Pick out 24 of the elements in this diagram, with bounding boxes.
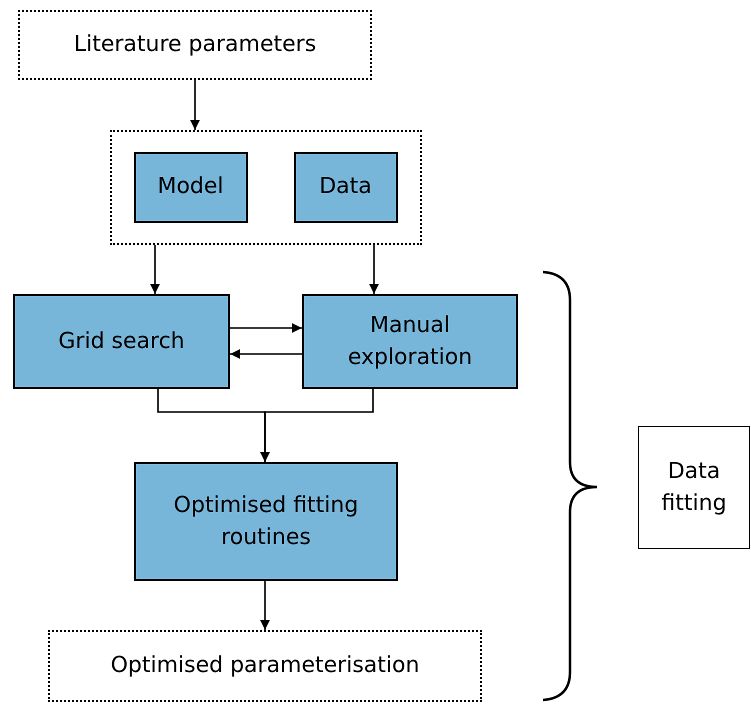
node-label: Optimised fitting routines bbox=[172, 492, 360, 552]
dotted-box bbox=[48, 630, 482, 702]
arrow bbox=[190, 80, 200, 130]
label-box bbox=[638, 426, 750, 549]
dotted-box bbox=[18, 10, 372, 80]
node-label: Grid search bbox=[58, 328, 185, 356]
arrow bbox=[260, 389, 374, 462]
arrow bbox=[150, 245, 160, 294]
node-label: Optimised parameterisation bbox=[110, 652, 420, 680]
node-label: Literature parameters bbox=[74, 31, 316, 59]
dotted-group-box bbox=[110, 130, 422, 245]
arrow bbox=[260, 581, 270, 630]
process-box bbox=[294, 152, 398, 222]
node-label: Data fitting bbox=[660, 458, 728, 518]
process-box bbox=[302, 294, 518, 389]
node-label: Manual exploration bbox=[346, 312, 474, 372]
process-box bbox=[134, 462, 398, 581]
process-box bbox=[134, 152, 248, 222]
arrow bbox=[230, 323, 302, 333]
node-label: Data bbox=[319, 173, 372, 201]
arrow bbox=[230, 349, 302, 359]
node-label: Model bbox=[157, 173, 224, 201]
process-box bbox=[13, 294, 230, 389]
arrow bbox=[369, 245, 379, 294]
